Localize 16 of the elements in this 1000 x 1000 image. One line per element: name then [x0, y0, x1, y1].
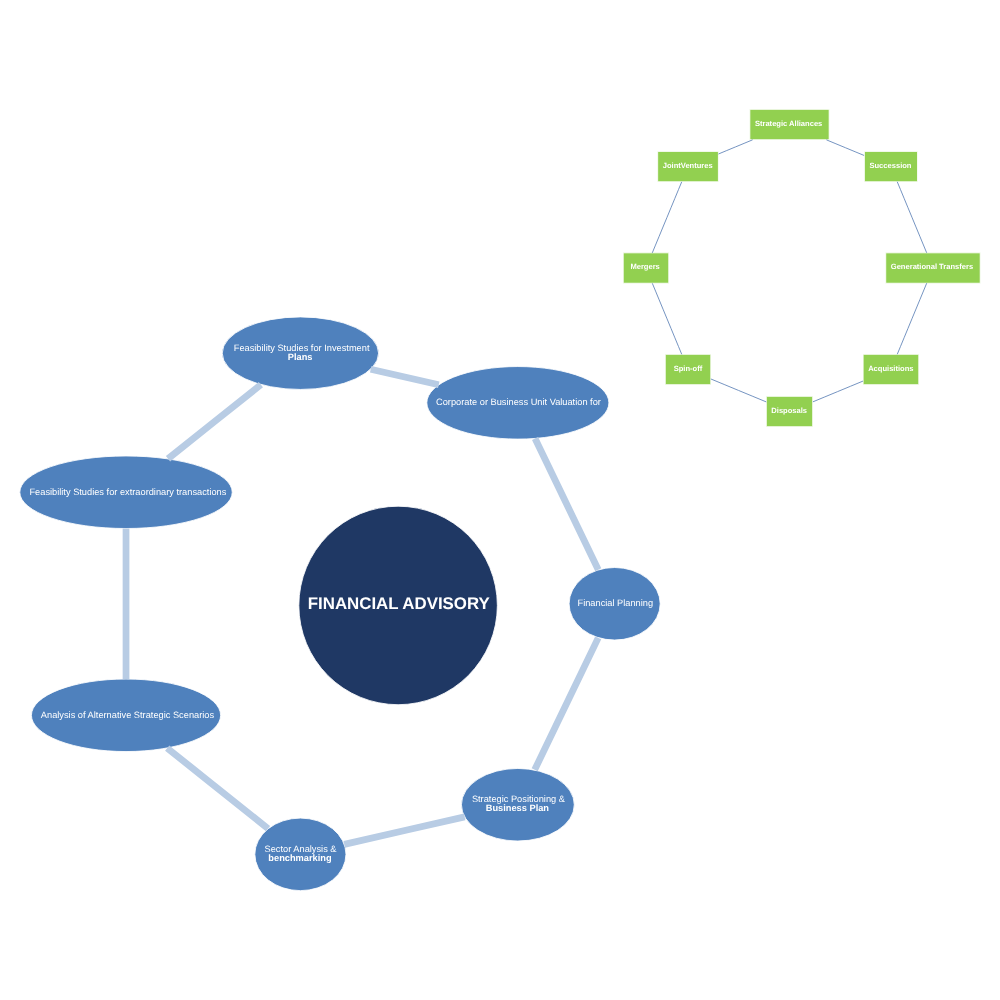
- connector: [710, 378, 767, 403]
- node-circle: FINANCIAL ADVISORY: [298, 505, 498, 706]
- connector: [369, 365, 440, 389]
- connector: [812, 380, 864, 403]
- connector: [122, 528, 130, 679]
- connector: [651, 181, 683, 254]
- connector: [165, 745, 271, 832]
- connector: [826, 139, 865, 156]
- connector: [651, 282, 683, 355]
- connector: [896, 282, 928, 355]
- connector: [532, 437, 602, 572]
- connector: [531, 636, 602, 772]
- connector: [343, 813, 466, 848]
- connector: [718, 139, 754, 155]
- connector: [896, 181, 928, 254]
- connector: [165, 382, 263, 462]
